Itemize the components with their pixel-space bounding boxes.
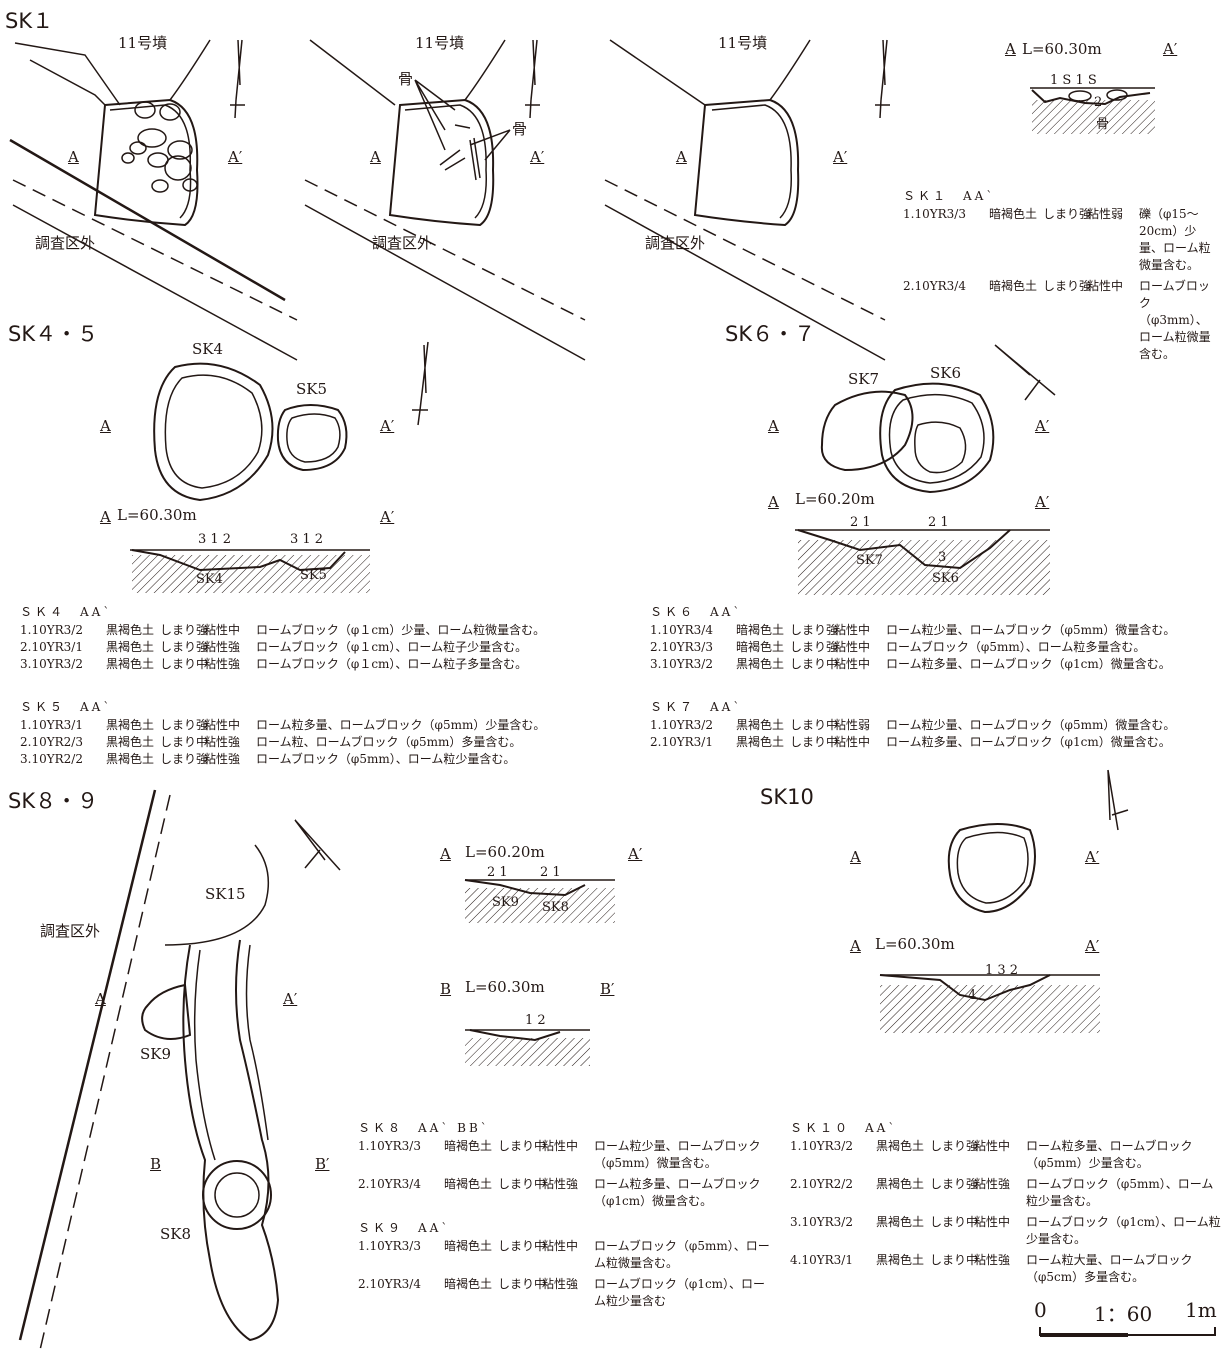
layer-marks: 1 S 1 S: [1050, 73, 1097, 88]
point-a: A: [850, 848, 861, 866]
feature-sk4: SK4: [192, 340, 224, 358]
bone-label: 骨: [398, 70, 414, 88]
point-a: A: [100, 417, 111, 435]
sk1-plan-outline: [604, 39, 890, 361]
elevation: L=60.30m: [875, 935, 955, 953]
tomb-label: 11号墳: [718, 34, 768, 52]
scale-zero: 0: [1034, 1298, 1047, 1322]
feature-sk6: SK6: [930, 364, 962, 382]
point-a: A: [95, 990, 106, 1008]
bone-label: 骨: [1096, 117, 1110, 132]
feature-sk6: SK6: [932, 571, 959, 586]
elevation: L=60.30m: [1022, 40, 1102, 58]
layer-marks: 1 2: [525, 1013, 546, 1028]
section-title-sk1: SK１: [5, 9, 54, 33]
sk1-plan-stones: [9, 39, 298, 361]
layer-marks: 2: [1094, 95, 1103, 110]
tomb-label: 11号墳: [415, 34, 465, 52]
point-a-prime: A′: [628, 845, 643, 863]
sk10-plan: [879, 769, 1129, 1033]
point-a: A: [370, 148, 381, 166]
scale-bar: [1039, 1327, 1216, 1337]
point-b-prime: B′: [600, 980, 615, 998]
point-a: A: [850, 937, 861, 955]
feature-sk7: SK7: [848, 370, 880, 388]
layer-marks: 2 1: [850, 515, 871, 530]
feature-sk7: SK7: [856, 553, 883, 568]
section-title-sk10: SK10: [760, 785, 814, 809]
sk8-sk9-plan: [18, 789, 615, 1351]
feature-sk4: SK4: [196, 572, 223, 587]
point-a-prime: A′: [1163, 40, 1178, 58]
point-a: A: [440, 845, 451, 863]
sk4-sk5-plan: [130, 341, 429, 593]
scale-ratio: 1：60: [1094, 1302, 1153, 1326]
point-a: A: [100, 508, 111, 526]
point-a: A: [676, 148, 687, 166]
feature-sk8: SK8: [542, 900, 569, 915]
point-a-prime: A′: [530, 148, 545, 166]
point-a-prime: A′: [228, 148, 243, 166]
layer-marks: 4: [968, 988, 977, 1003]
layer-marks: 2 1: [540, 865, 561, 880]
tomb-label: 11号墳: [118, 34, 168, 52]
section-title-sk67: SK６・７: [725, 322, 816, 346]
point-a: A: [768, 493, 779, 511]
layer-marks: 3: [938, 550, 947, 565]
point-a-prime: A′: [380, 417, 395, 435]
point-b: B: [150, 1155, 162, 1173]
point-a-prime: A′: [1035, 493, 1050, 511]
section-title-sk89: SK８・９: [8, 789, 99, 813]
outside-label: 調査区外: [40, 922, 101, 940]
point-a: A: [68, 148, 79, 166]
bone-label: 骨: [512, 120, 528, 138]
sk6-sk7-plan: [795, 344, 1056, 595]
point-b: B: [440, 980, 452, 998]
layer-marks: 3 1 2: [198, 532, 232, 547]
elevation: L=60.20m: [465, 843, 545, 861]
layer-marks: 2 1: [928, 515, 949, 530]
feature-sk5: SK5: [296, 380, 328, 398]
sk1-plan-bones: [304, 39, 586, 361]
outside-label: 調査区外: [645, 234, 706, 252]
point-a-prime: A′: [1035, 417, 1050, 435]
feature-sk8: SK8: [160, 1225, 192, 1243]
layer-marks: 3 1 2: [290, 532, 324, 547]
outside-label: 調査区外: [372, 234, 433, 252]
sk1-section: [1030, 87, 1155, 134]
elevation: L=60.20m: [795, 490, 875, 508]
layer-marks: 2 1: [487, 865, 508, 880]
point-a-prime: A′: [380, 508, 395, 526]
section-title-sk45: SK４・５: [8, 322, 99, 346]
feature-sk15: SK15: [205, 885, 246, 903]
elevation: L=60.30m: [465, 978, 545, 996]
point-a-prime: A′: [1085, 848, 1100, 866]
point-a: A: [1005, 40, 1016, 58]
point-a-prime: A′: [283, 990, 298, 1008]
feature-sk9: SK9: [492, 895, 519, 910]
point-b-prime: B′: [315, 1155, 330, 1173]
point-a-prime: A′: [1085, 937, 1100, 955]
elevation: L=60.30m: [117, 506, 197, 524]
point-a-prime: A′: [833, 148, 848, 166]
point-a: A: [768, 417, 779, 435]
feature-sk9: SK9: [140, 1045, 172, 1063]
feature-sk5: SK5: [300, 568, 327, 583]
layer-marks: 1 3 2: [985, 963, 1019, 978]
outside-label: 調査区外: [35, 234, 96, 252]
scale-one: 1m: [1185, 1298, 1217, 1322]
